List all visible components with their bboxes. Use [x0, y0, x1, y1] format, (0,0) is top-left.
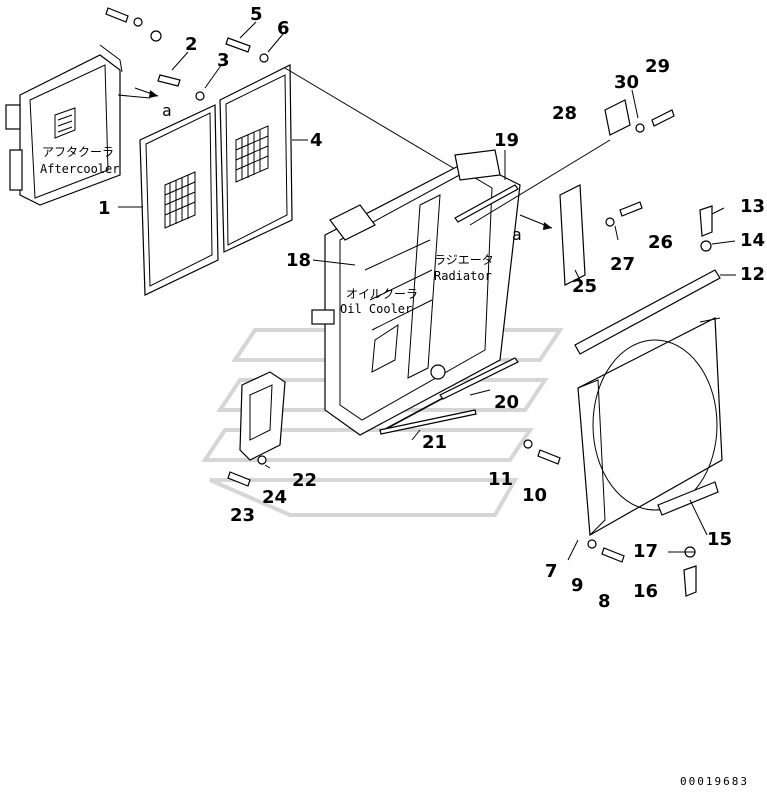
radiator-jp-label: ラジエータ [434, 253, 494, 267]
bolt-16 [683, 565, 697, 597]
aftercooler-en-label: Aftercooler [40, 162, 119, 176]
leader-28 [469, 139, 611, 226]
callout-1: 1 [98, 198, 111, 219]
callout-2: 2 [185, 34, 198, 55]
plate-28 [604, 99, 631, 136]
callout-12: 12 [740, 264, 765, 285]
bar-20 [439, 357, 519, 400]
callout-3: 3 [217, 50, 230, 71]
drawing-number: 00019683 [680, 775, 749, 788]
callout-18: 18 [286, 250, 311, 271]
callout-9: 9 [571, 575, 584, 596]
bolt-10 [537, 449, 561, 465]
cover-15 [657, 481, 719, 516]
bolt-8 [601, 547, 625, 563]
callout-27: 27 [610, 254, 635, 275]
oilcooler-en-label: Oil Cooler [340, 302, 412, 316]
radiator-en-label: Radiator [434, 269, 492, 283]
callout-20: 20 [494, 392, 519, 413]
washer-24 [257, 455, 267, 465]
top-left-bolts [105, 7, 269, 101]
screen-panel-1 [139, 104, 219, 296]
washer-30 [635, 123, 645, 133]
callout-24: 24 [262, 487, 287, 508]
callout-8: 8 [598, 591, 611, 612]
radiator-core [311, 149, 521, 436]
leader-lines [118, 21, 736, 561]
bracket-25 [559, 184, 586, 286]
callout-14: 14 [740, 230, 765, 251]
washer-14 [700, 240, 712, 252]
callout-15: 15 [707, 529, 732, 550]
callout-25: 25 [572, 276, 597, 297]
bolt-26 [619, 201, 643, 217]
callout-30: 30 [614, 72, 639, 93]
callout-16: 16 [633, 581, 658, 602]
callout-21: 21 [422, 432, 447, 453]
callout-7: 7 [545, 561, 558, 582]
callout-5: 5 [250, 4, 263, 25]
bolt-23 [227, 471, 251, 487]
screen-panel-4 [219, 64, 293, 253]
washer-9 [587, 539, 597, 549]
arrow-head-left [149, 90, 158, 98]
callout-26: 26 [648, 232, 673, 253]
callout-23: 23 [230, 505, 255, 526]
bar-19 [454, 184, 519, 223]
washer-27 [605, 217, 615, 227]
callout-13: 13 [740, 196, 765, 217]
bolt-13 [699, 205, 713, 237]
callout-17: 17 [633, 541, 658, 562]
callout-10: 10 [522, 485, 547, 506]
aftercooler-jp-label: アフタクーラ [42, 145, 114, 159]
callout-11: 11 [488, 469, 513, 490]
bar-21 [379, 409, 477, 435]
callout-6: 6 [277, 18, 290, 39]
ref-a-right: a [512, 225, 522, 244]
callout-29: 29 [645, 56, 670, 77]
callout-28: 28 [552, 103, 577, 124]
oilcooler-jp-label: オイルクーラ [346, 287, 418, 301]
oil-cooler-bracket [371, 324, 399, 373]
callout-4: 4 [310, 130, 323, 151]
rail-12 [574, 269, 721, 355]
ref-a-left: a [162, 101, 172, 120]
callout-19: 19 [494, 130, 519, 151]
callout-numbers: 1 2 3 4 5 6 7 8 9 10 11 12 13 14 15 16 1… [98, 4, 765, 612]
washer-11 [523, 439, 533, 449]
aftercooler-assembly [5, 44, 151, 206]
leader-screen-to-radiator [284, 67, 471, 179]
callout-22: 22 [292, 470, 317, 491]
bracket-22 [239, 371, 286, 461]
bolt-29 [651, 109, 675, 127]
fan-shroud [577, 317, 723, 536]
